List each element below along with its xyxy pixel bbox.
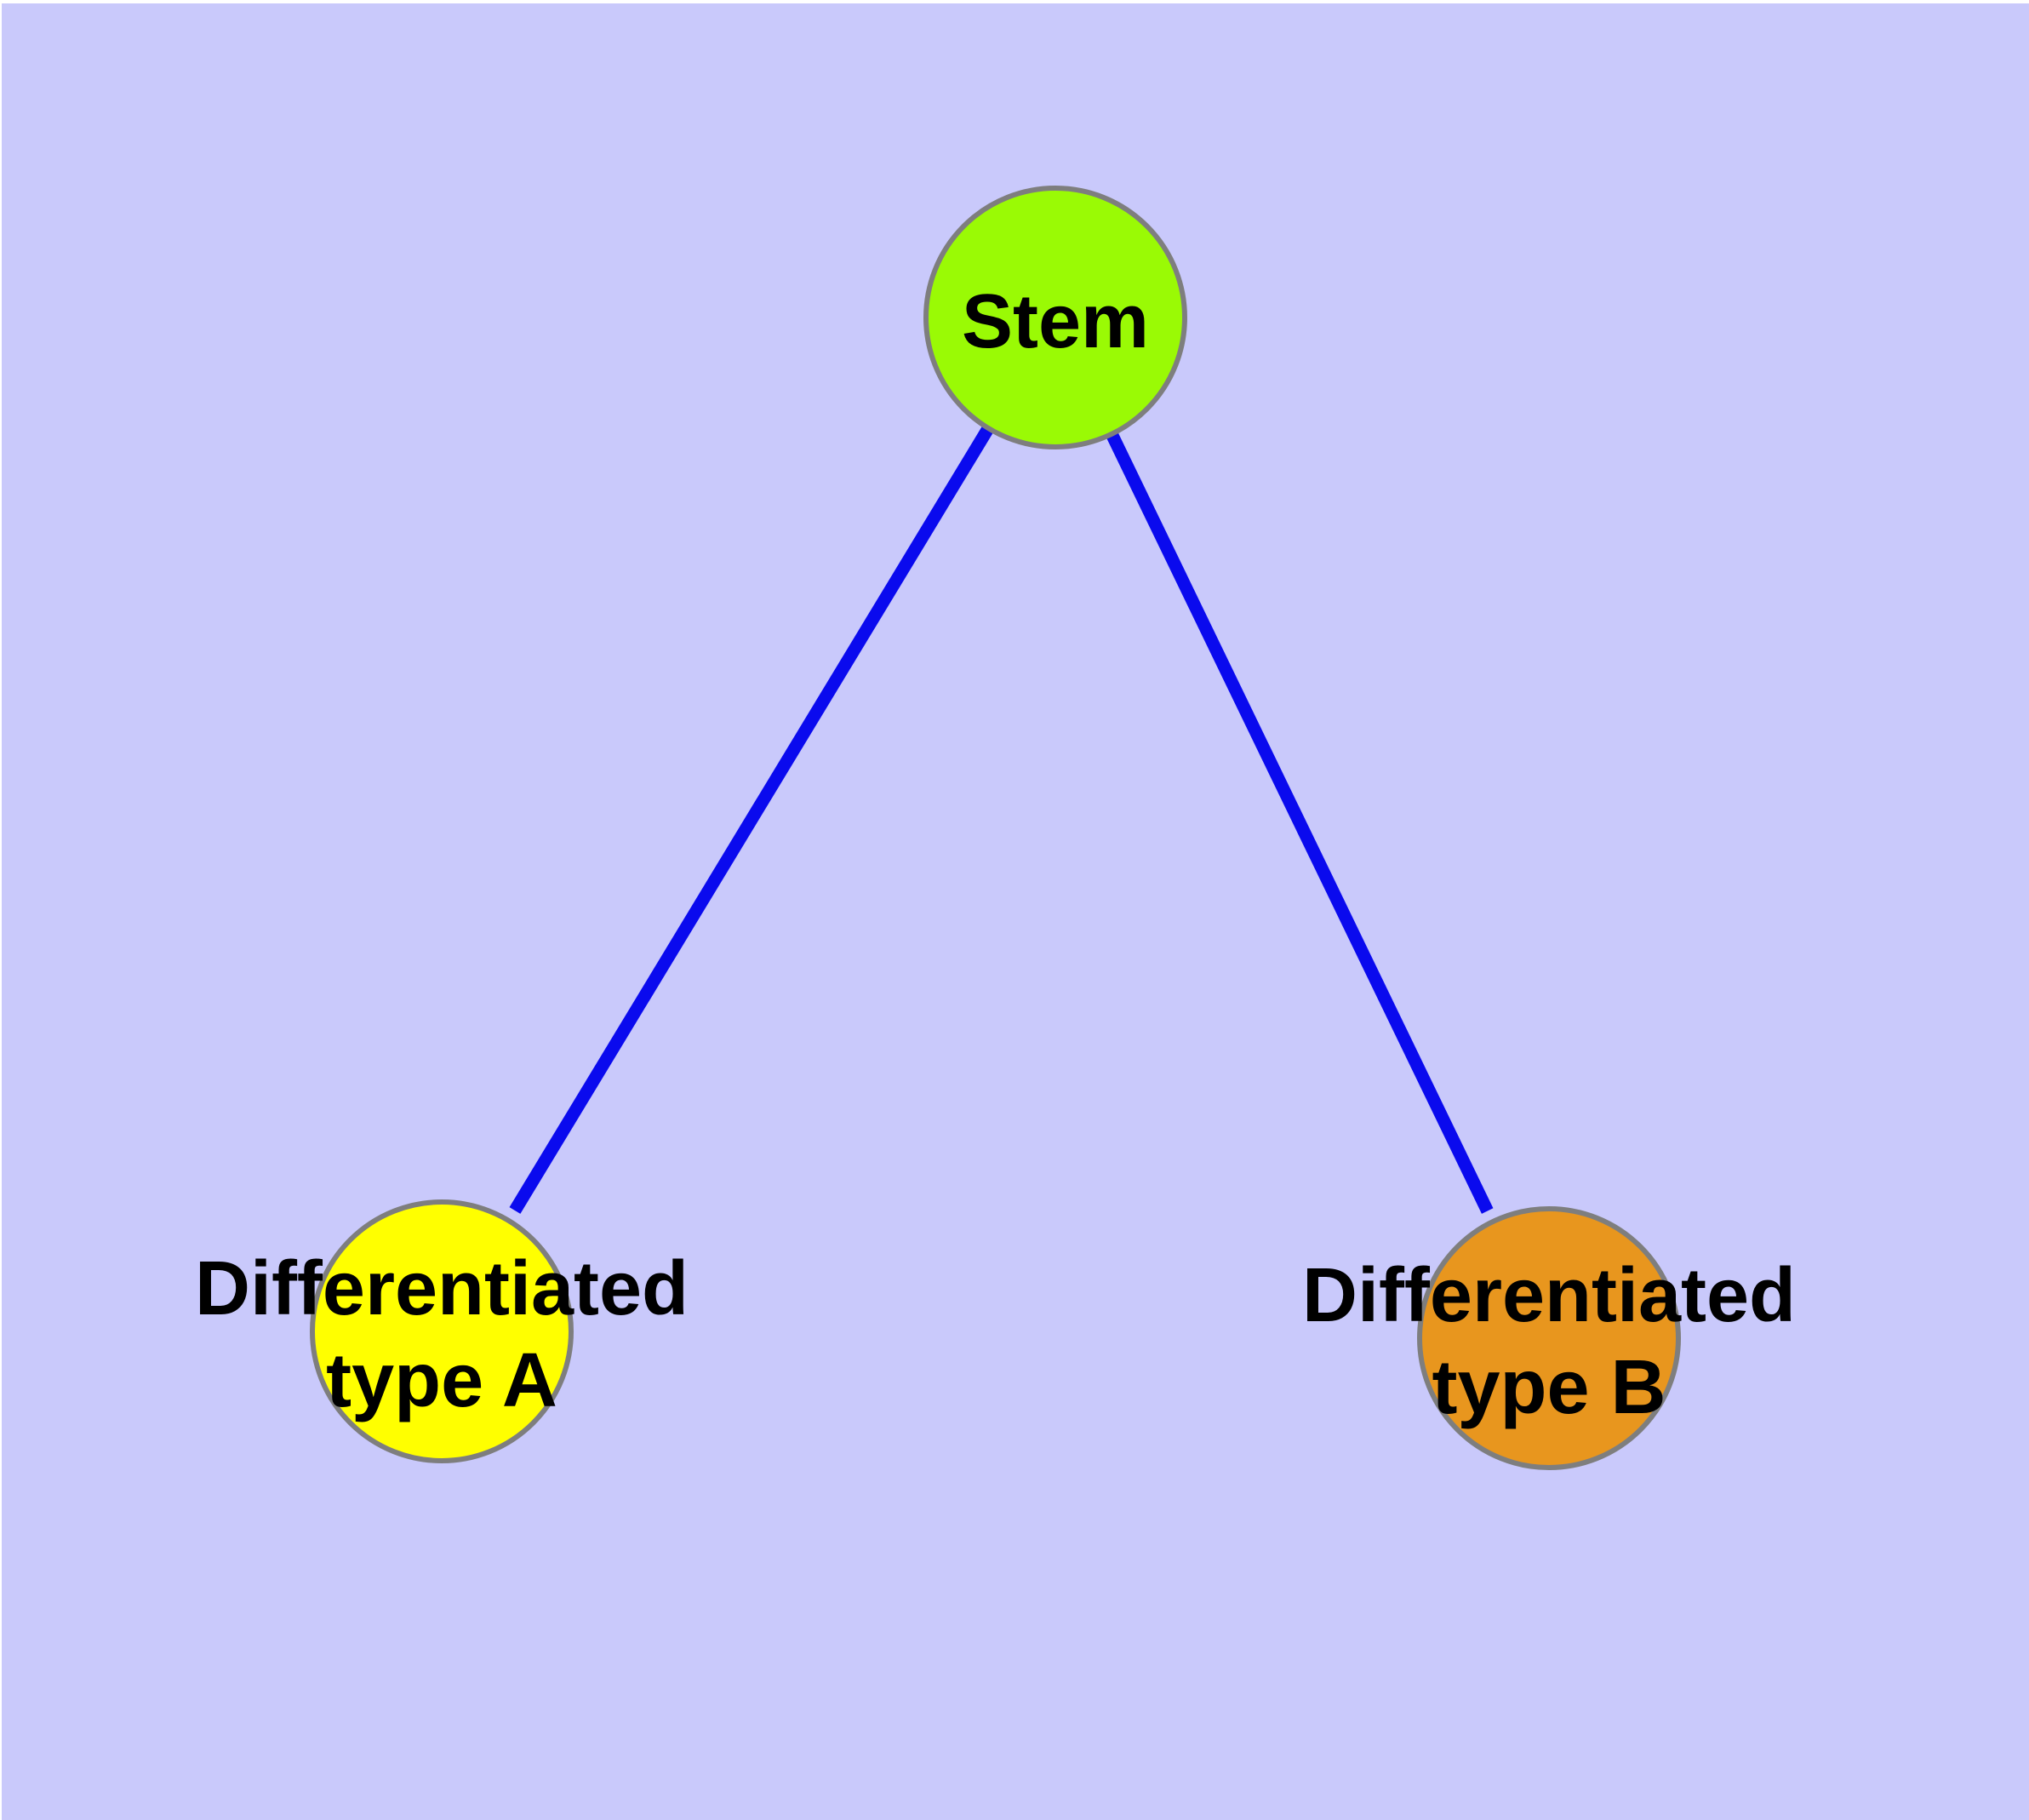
node-diff-type-b [1417,1206,1681,1470]
edge-stem-diff-type-b [1049,314,1494,1214]
node-diff-type-a [310,1199,574,1463]
edge-stem-diff-type-a [509,314,1061,1214]
node-label-stem: Stem [962,279,1149,364]
node-stem [923,186,1187,449]
